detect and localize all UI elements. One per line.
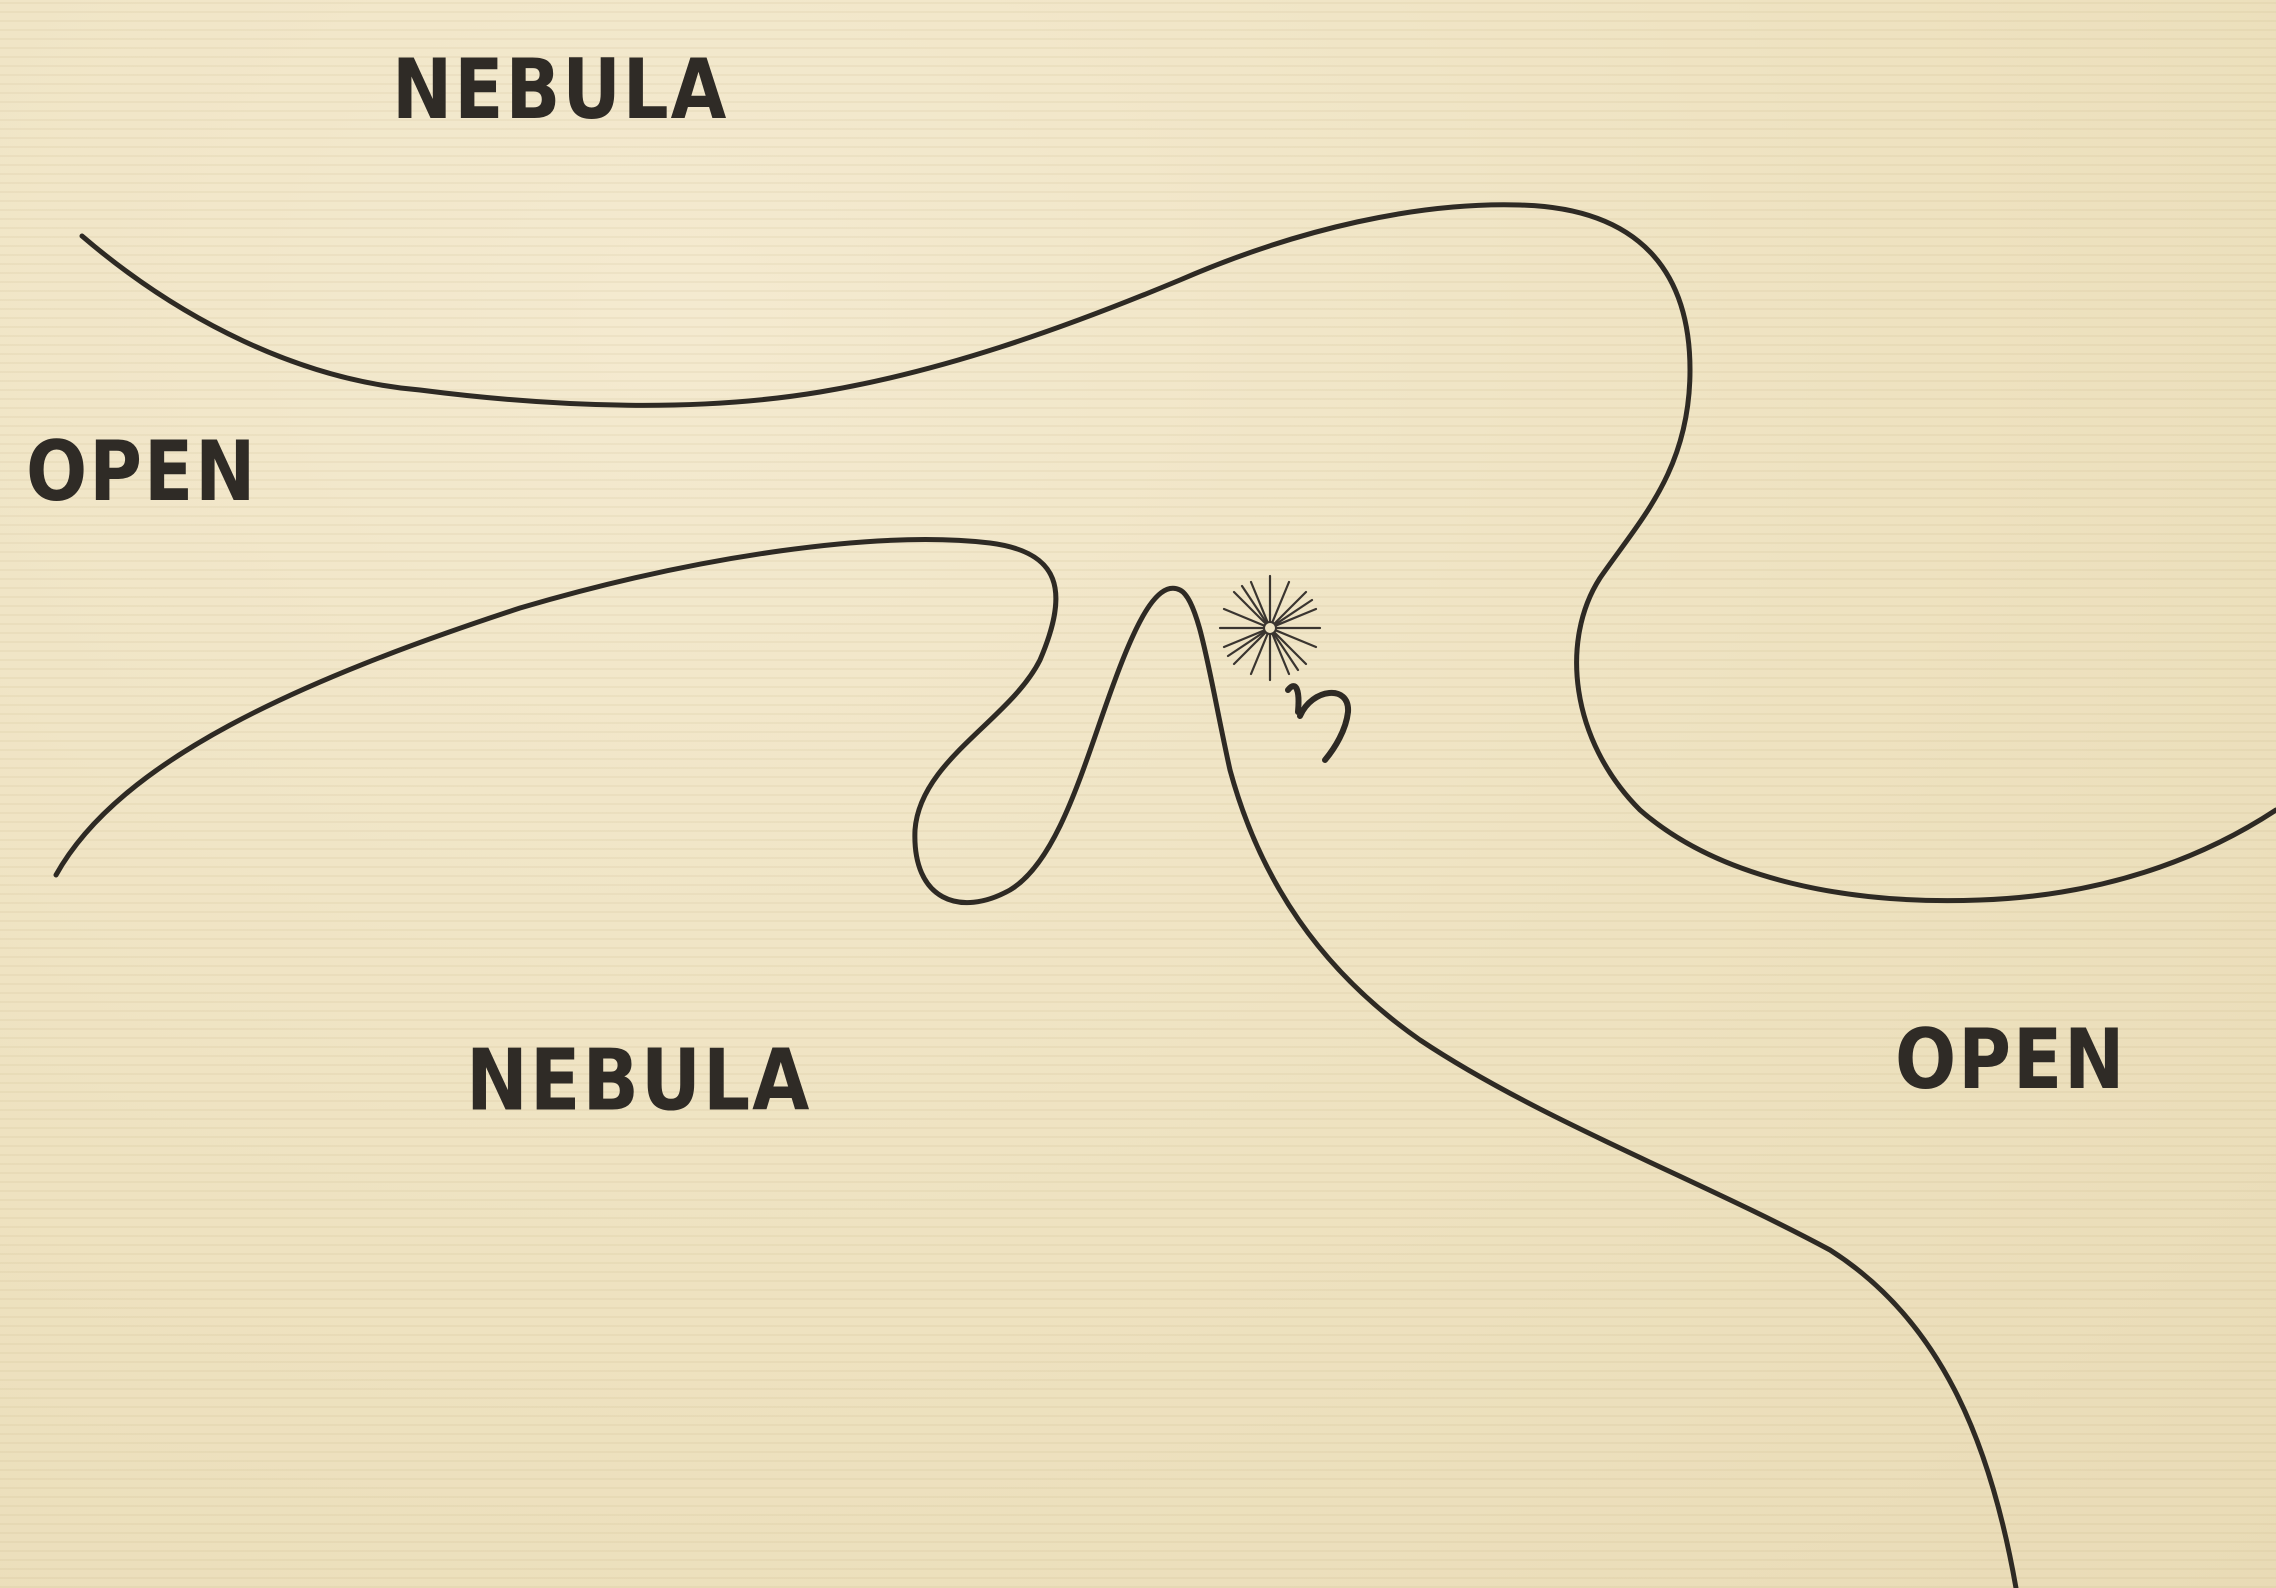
open-label-left: OPEN xyxy=(26,430,257,513)
star-burst-icon xyxy=(1220,576,1320,680)
upper-boundary-line xyxy=(82,205,2276,901)
eta-symbol-icon xyxy=(1288,686,1348,760)
nebula-label-bottom: NEBULA xyxy=(466,1038,811,1123)
open-label-right: OPEN xyxy=(1895,1018,2126,1101)
lower-boundary-line xyxy=(56,540,2016,1588)
nebula-label-top: NEBULA xyxy=(392,48,728,131)
